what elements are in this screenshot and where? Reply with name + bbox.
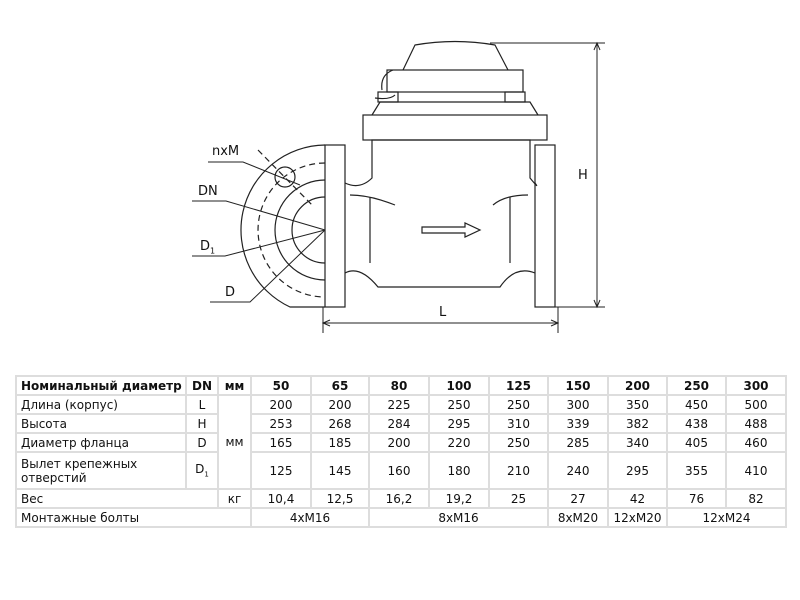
dn-cell: 65	[310, 375, 370, 396]
cell: 355	[666, 451, 727, 490]
row-symbol: D	[185, 432, 219, 453]
cell: 250	[488, 432, 549, 453]
cell: 12xM20	[607, 507, 668, 528]
symbol-sub: 1	[204, 470, 209, 479]
cell: 25	[488, 488, 549, 509]
header-unit: мм	[217, 375, 252, 396]
cell: 125	[250, 451, 312, 490]
row-name: Вылет крепежных отверстий	[15, 451, 187, 490]
label-nxm: nxM	[212, 144, 240, 159]
cell: 450	[666, 394, 727, 415]
cell: 145	[310, 451, 370, 490]
cell: 200	[368, 432, 430, 453]
cell: 200	[310, 394, 370, 415]
cell: 76	[666, 488, 727, 509]
cell: 438	[666, 413, 727, 434]
header-symbol: DN	[185, 375, 219, 396]
cell: 200	[250, 394, 312, 415]
row-name: Диаметр фланца	[15, 432, 187, 453]
cell: 382	[607, 413, 668, 434]
row-name: Вес	[15, 488, 219, 509]
cell: 16,2	[368, 488, 430, 509]
label-d1-main: D	[200, 239, 211, 254]
cell: 8xM20	[547, 507, 609, 528]
cell: 340	[607, 432, 668, 453]
cell: 185	[310, 432, 370, 453]
cell: 284	[368, 413, 430, 434]
flange-side-view	[240, 144, 326, 308]
cell: 410	[725, 451, 787, 490]
unit-mm: мм	[217, 394, 252, 490]
cell: 339	[547, 413, 609, 434]
leader-lines	[192, 161, 326, 303]
cell: 300	[547, 394, 609, 415]
dn-cell: 300	[725, 375, 787, 396]
row-symbol: H	[185, 413, 219, 434]
row-name: Монтажные болты	[15, 507, 252, 528]
cell: 220	[428, 432, 490, 453]
cell: 10,4	[250, 488, 312, 509]
cell: 27	[547, 488, 609, 509]
dn-cell: 200	[607, 375, 668, 396]
dn-cell: 125	[488, 375, 549, 396]
cell: 350	[607, 394, 668, 415]
cell: 240	[547, 451, 609, 490]
cell: 160	[368, 451, 430, 490]
cell: 310	[488, 413, 549, 434]
label-h: H	[578, 168, 588, 183]
cell: 42	[607, 488, 668, 509]
cell: 250	[428, 394, 490, 415]
cell: 253	[250, 413, 312, 434]
label-d1: D1	[200, 239, 215, 256]
cell: 500	[725, 394, 787, 415]
symbol-main: D	[195, 462, 205, 477]
dn-cell: 100	[428, 375, 490, 396]
cell: 225	[368, 394, 430, 415]
label-l: L	[439, 305, 447, 320]
cell: 4xM16	[250, 507, 370, 528]
cell: 19,2	[428, 488, 490, 509]
cell: 295	[428, 413, 490, 434]
cell: 250	[488, 394, 549, 415]
label-d: D	[225, 285, 236, 300]
unit-kg: кг	[217, 488, 252, 509]
header-name: Номинальный диаметр	[15, 375, 187, 396]
cell: 460	[725, 432, 787, 453]
row-symbol: D1	[185, 451, 219, 490]
cell: 488	[725, 413, 787, 434]
cell: 165	[250, 432, 312, 453]
dn-cell: 80	[368, 375, 430, 396]
table-row-bolts: Монтажные болты 4xM16 8xM16 8xM20 12xM20…	[15, 507, 787, 528]
meter-body	[324, 40, 556, 308]
dn-cell: 50	[250, 375, 312, 396]
row-name: Длина (корпус)	[15, 394, 187, 415]
cell: 295	[607, 451, 668, 490]
cell: 180	[428, 451, 490, 490]
cell: 12,5	[310, 488, 370, 509]
label-dn: DN	[198, 184, 218, 199]
cell: 405	[666, 432, 727, 453]
water-meter-drawing	[192, 40, 605, 333]
cell: 285	[547, 432, 609, 453]
row-symbol: L	[185, 394, 219, 415]
cell: 12xM24	[666, 507, 787, 528]
dn-cell: 250	[666, 375, 727, 396]
cell: 210	[488, 451, 549, 490]
label-d1-sub: 1	[210, 246, 216, 256]
cell: 8xM16	[368, 507, 549, 528]
cell: 82	[725, 488, 787, 509]
dn-cell: 150	[547, 375, 609, 396]
flow-arrow	[421, 222, 482, 238]
cell: 268	[310, 413, 370, 434]
dimension-lines	[321, 41, 605, 333]
row-name: Высота	[15, 413, 187, 434]
